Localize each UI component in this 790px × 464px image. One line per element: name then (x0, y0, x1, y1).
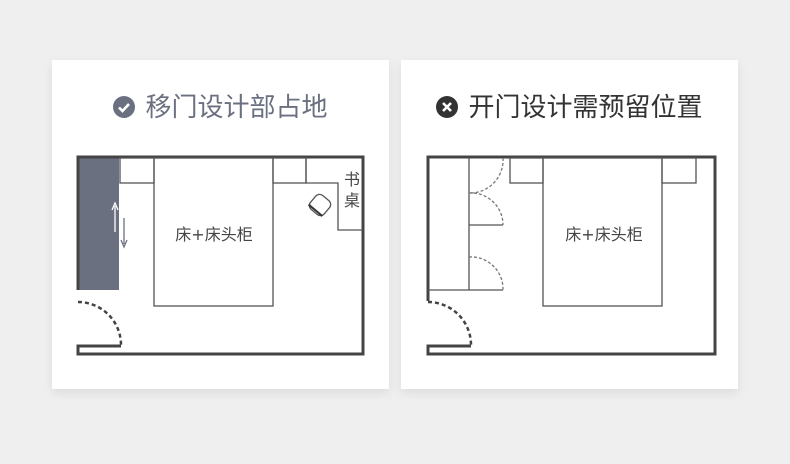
desk-label: 书 (344, 170, 360, 189)
nightstand (509, 157, 544, 184)
nightstand (661, 157, 697, 184)
door-arc (77, 300, 123, 346)
sliding-arrows-icon (111, 201, 128, 249)
sliding-wardrobe (78, 158, 119, 290)
room-walls (76, 155, 365, 356)
nightstand (119, 157, 155, 184)
bed (153, 157, 274, 307)
bed (542, 157, 663, 307)
swing-wardrobe (428, 158, 503, 291)
sliding-door-plan: 床+床头柜 书 桌 (76, 155, 365, 356)
desk-label: 桌 (344, 191, 360, 210)
nightstand (272, 157, 307, 184)
door-arc (427, 300, 473, 346)
x-circle-icon (436, 96, 459, 118)
swing-door-card: 开门设计需预留位置 (401, 60, 738, 389)
card-title: 移门设计部占地 (52, 88, 389, 128)
room-walls (426, 155, 717, 356)
bed-label: 床+床头柜 (175, 225, 252, 244)
desk (305, 158, 363, 231)
card-title: 开门设计需预留位置 (401, 88, 738, 128)
wardrobe-door-arcs (468, 157, 504, 291)
check-circle-icon (113, 96, 136, 118)
chair-icon (307, 193, 332, 217)
swing-door-plan: 床+床头柜 (426, 155, 717, 356)
bed-label: 床+床头柜 (565, 225, 642, 244)
